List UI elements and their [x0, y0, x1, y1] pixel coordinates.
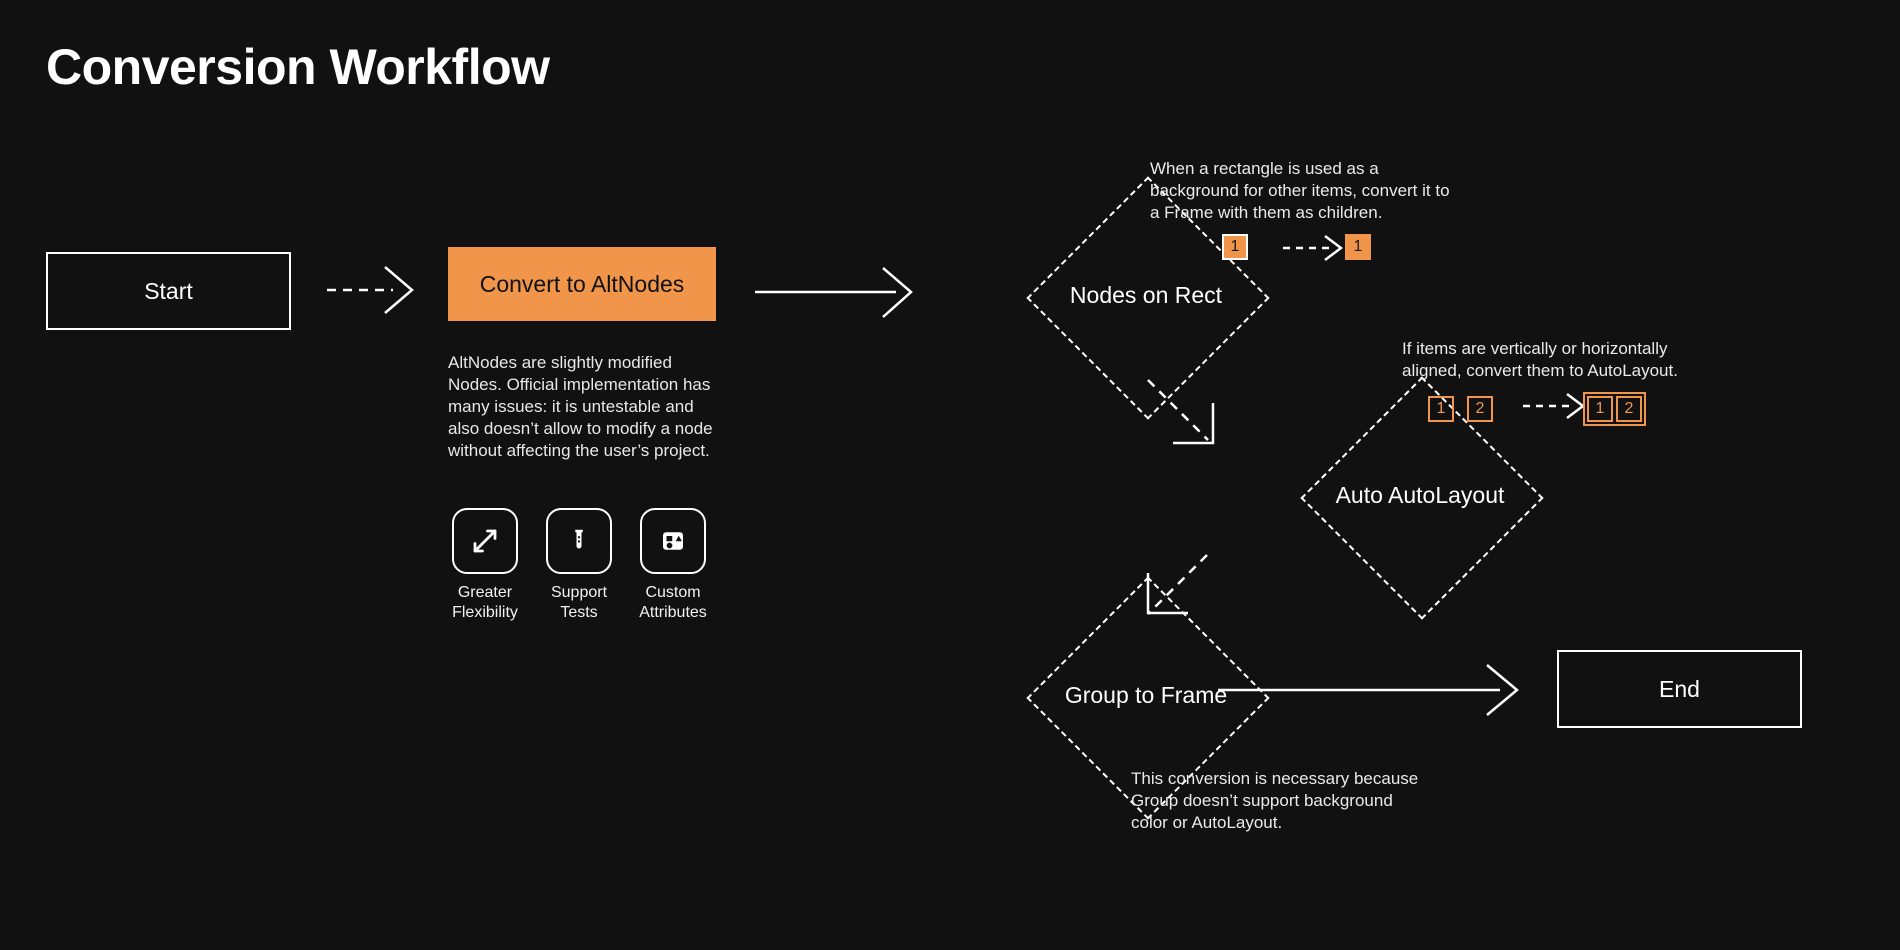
feature-label: Support Tests [550, 584, 608, 621]
badge-illustration-autolayout: 1 2 1 2 [1428, 392, 1646, 426]
badge-before-1: 1 [1428, 396, 1454, 422]
feature-support-tests[interactable]: Support Tests [546, 508, 612, 623]
badge-before-1: 1 [1222, 234, 1248, 260]
connector-start-to-convert [327, 266, 414, 314]
badge-after-1: 1 [1345, 234, 1371, 260]
feature-list: Greater Flexibility Support Tests [452, 508, 707, 623]
annotation-nodes-on-rect: When a rectangle is used as a background… [1150, 159, 1450, 222]
feature-custom-attributes[interactable]: Custom Attributes [639, 508, 707, 623]
annotation-group-to-frame: This conversion is necessary because Gro… [1131, 769, 1419, 832]
node-auto-autolayout-label: Auto AutoLayout [1335, 482, 1505, 508]
annotation-auto-autolayout: If items are vertically or horizontally … [1402, 339, 1678, 380]
node-convert-label: Convert to AltNodes [479, 270, 685, 297]
badge-illustration-rect: 1 1 [1222, 234, 1371, 260]
node-convert-to-altnodes[interactable]: Convert to AltNodes [448, 247, 716, 321]
test-tube-icon [546, 508, 612, 574]
badge-before-2: 2 [1467, 396, 1493, 422]
badge-after-1: 1 [1587, 396, 1613, 422]
node-group-to-frame-label: Group to Frame [1064, 682, 1228, 708]
convert-description: AltNodes are slightly modified Nodes. Of… [448, 353, 713, 460]
page-title: Conversion Workflow [46, 39, 550, 95]
node-end-label: End [1659, 675, 1700, 702]
node-start[interactable]: Start [46, 252, 291, 330]
feature-label: Custom Attributes [639, 584, 707, 621]
badge-after-group: 1 2 [1583, 392, 1646, 426]
node-end[interactable]: End [1557, 650, 1802, 728]
connector-convert-to-nodesonrect [755, 267, 913, 318]
feature-label: Greater Flexibility [452, 584, 518, 621]
expand-arrows-icon [452, 508, 518, 574]
shapes-icon [640, 508, 706, 574]
feature-greater-flexibility[interactable]: Greater Flexibility [452, 508, 518, 623]
badge-after-2: 2 [1616, 396, 1642, 422]
node-nodes-on-rect-label: Nodes on Rect [1069, 282, 1223, 308]
node-start-label: Start [144, 277, 193, 304]
